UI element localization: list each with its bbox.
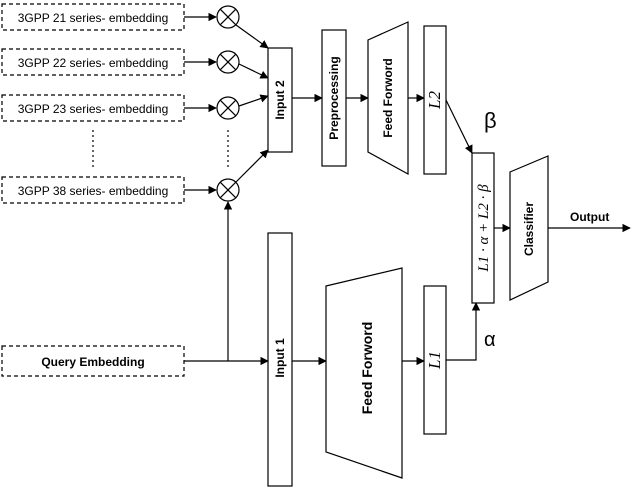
feed-forward-bottom-label: Feed Forword xyxy=(359,322,375,415)
l1-label: L1 xyxy=(425,351,444,370)
arrow-mult-23-to-input2 xyxy=(238,94,269,107)
series-box-38-label: 3GPP 38 series- embedding xyxy=(18,184,169,198)
query-embedding-box: Query Embedding xyxy=(1,345,185,377)
input2-box: Input 2 xyxy=(267,47,293,153)
series-box-38: 3GPP 38 series- embedding xyxy=(1,176,185,204)
series-box-21: 3GPP 21 series- embedding xyxy=(1,3,185,31)
query-embedding-label: Query Embedding xyxy=(41,355,144,369)
preprocessing-box: Preprocessing xyxy=(321,29,347,167)
beta-label: β xyxy=(484,108,497,133)
feed-forward-top-label: Feed Forword xyxy=(381,58,395,137)
l2-box: L2 xyxy=(423,25,447,175)
arrow-l1-to-combine xyxy=(446,302,481,361)
series-box-23: 3GPP 23 series- embedding xyxy=(1,94,185,122)
l2-label: L2 xyxy=(425,91,444,110)
output-label: Output xyxy=(570,210,609,224)
multiply-icon xyxy=(216,50,240,74)
series-box-23-label: 3GPP 23 series- embedding xyxy=(18,102,169,116)
arrow-mult-38-to-input2 xyxy=(235,149,269,183)
classifier-box: Classifier xyxy=(509,155,549,301)
input1-label: Input 1 xyxy=(273,338,287,378)
input2-label: Input 2 xyxy=(273,80,287,120)
l1-box: L1 xyxy=(423,285,447,435)
arrow-l2-to-combine xyxy=(445,99,473,154)
series-box-22: 3GPP 22 series- embedding xyxy=(1,48,185,76)
multiply-icon xyxy=(216,5,240,29)
classifier-label: Classifier xyxy=(522,202,536,256)
feed-forward-bottom: Feed Forword xyxy=(325,267,403,479)
multiply-icon xyxy=(216,96,240,120)
arrow-mult-22-to-input2 xyxy=(238,63,269,79)
series-box-21-label: 3GPP 21 series- embedding xyxy=(18,11,169,25)
alpha-label: α xyxy=(484,329,496,351)
combine-label: L1 · α + L2 · β xyxy=(476,184,492,273)
combine-box: L1 · α + L2 · β xyxy=(471,152,495,304)
series-box-22-label: 3GPP 22 series- embedding xyxy=(18,56,169,70)
input1-box: Input 1 xyxy=(267,232,293,487)
feed-forward-top: Feed Forword xyxy=(367,21,409,176)
preprocessing-label: Preprocessing xyxy=(327,56,341,139)
multiply-icon xyxy=(216,178,240,202)
arrow-mult-21-to-input2 xyxy=(235,24,269,49)
